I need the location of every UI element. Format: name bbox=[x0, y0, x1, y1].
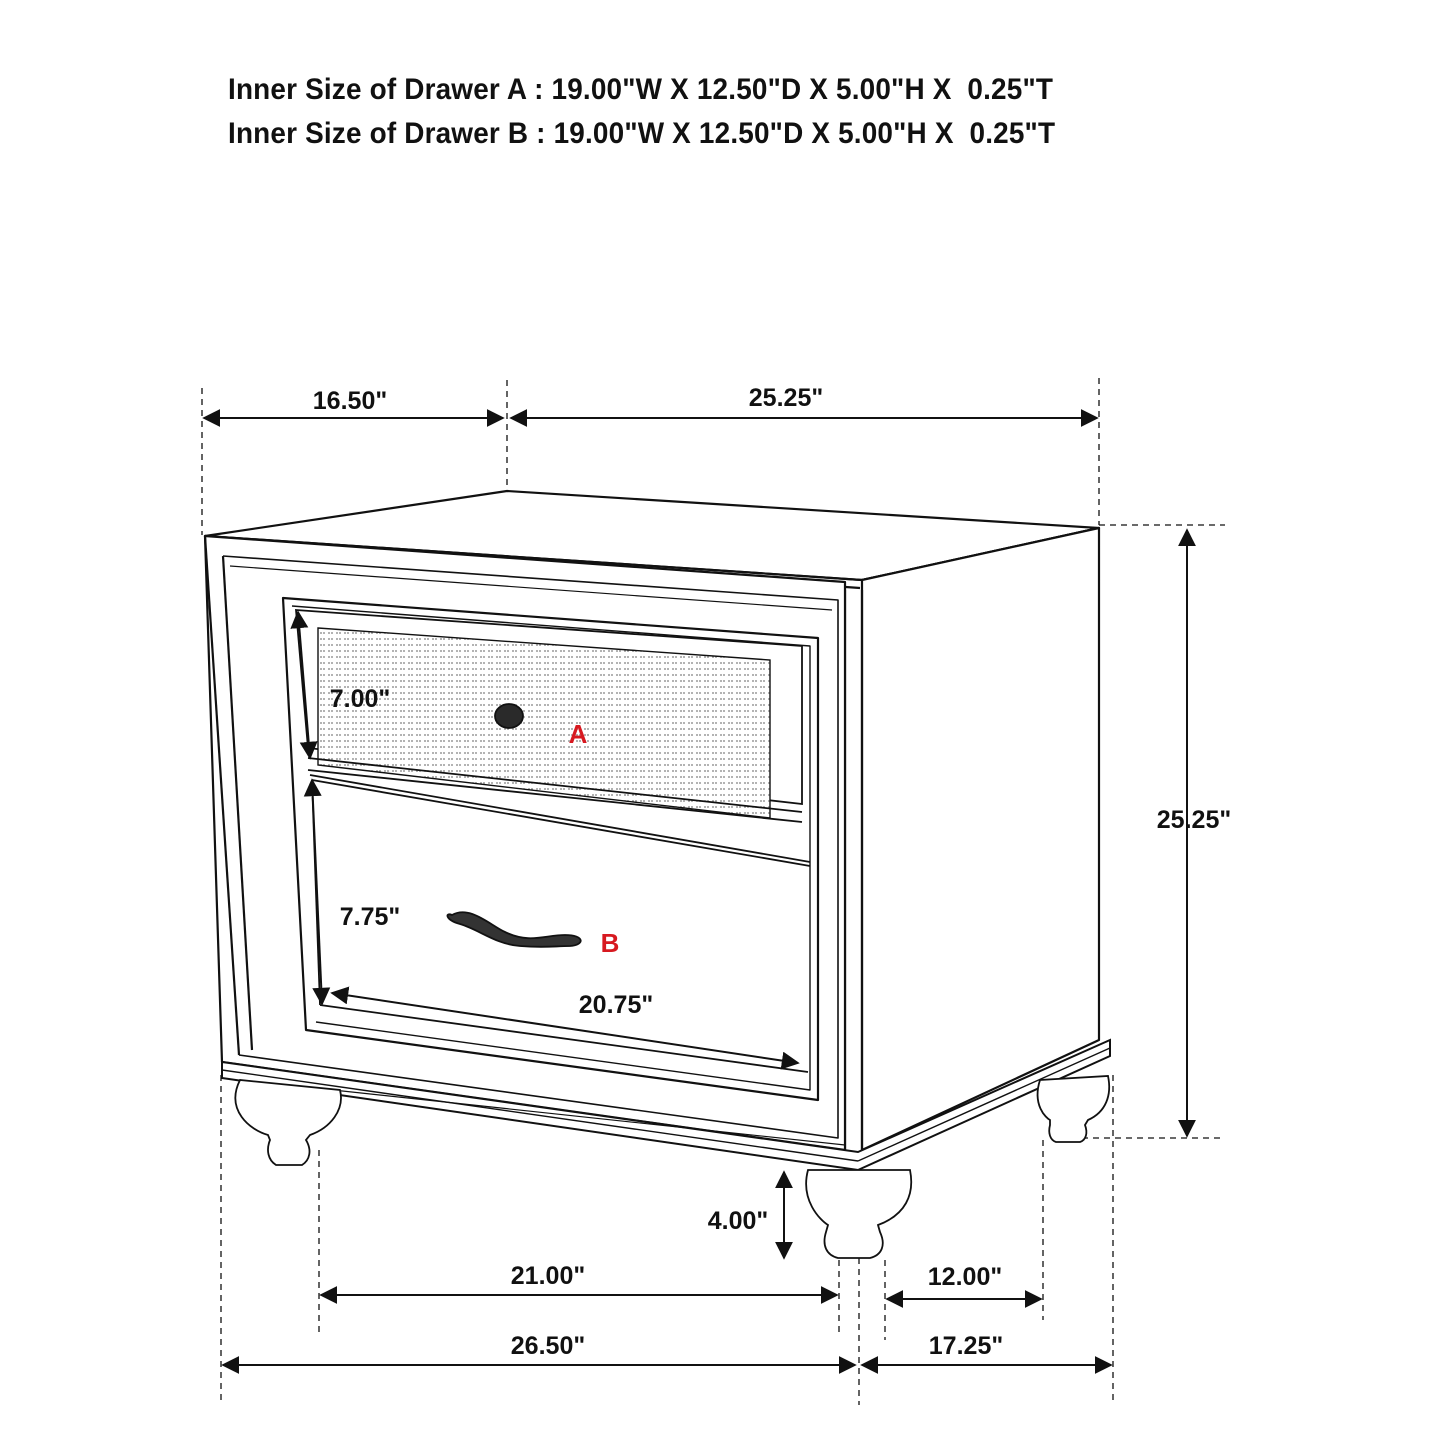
dim-leg-span-front: 21.00" bbox=[511, 1262, 585, 1290]
dim-top-depth: 16.50" bbox=[313, 387, 387, 415]
drawer-b-handle bbox=[446, 911, 582, 948]
leg-front-left bbox=[234, 1079, 342, 1166]
legs bbox=[234, 1075, 1110, 1259]
drawer-b-spec: Inner Size of Drawer B : 19.00"W X 12.50… bbox=[228, 117, 1056, 150]
drawer-a bbox=[295, 609, 811, 863]
dimension-arrows bbox=[202, 409, 1196, 1374]
dim-base-depth: 17.25" bbox=[929, 1332, 1003, 1360]
dim-leg-span-side: 12.00" bbox=[928, 1263, 1002, 1291]
drawer-a-knob bbox=[494, 703, 524, 729]
dim-drawer-b-height: 7.75" bbox=[340, 903, 401, 931]
dim-drawer-width: 20.75" bbox=[579, 991, 653, 1019]
leg-back-right bbox=[1036, 1075, 1110, 1143]
dim-top-width: 25.25" bbox=[749, 384, 823, 412]
dim-drawer-a-height: 7.00" bbox=[330, 685, 391, 713]
dim-overall-height: 25.25" bbox=[1157, 806, 1231, 834]
extension-lines bbox=[201, 378, 1225, 1405]
drawer-a-spec: Inner Size of Drawer A : 19.00"W X 12.50… bbox=[228, 73, 1054, 106]
drawer-a-label: A bbox=[569, 719, 588, 749]
dim-leg-height: 4.00" bbox=[708, 1207, 769, 1235]
drawer-b-label: B bbox=[601, 928, 620, 958]
dim-base-width: 26.50" bbox=[511, 1332, 585, 1360]
leg-front-right bbox=[805, 1169, 913, 1259]
drawer-specs: Inner Size of Drawer A : 19.00"W X 12.50… bbox=[228, 68, 1158, 156]
